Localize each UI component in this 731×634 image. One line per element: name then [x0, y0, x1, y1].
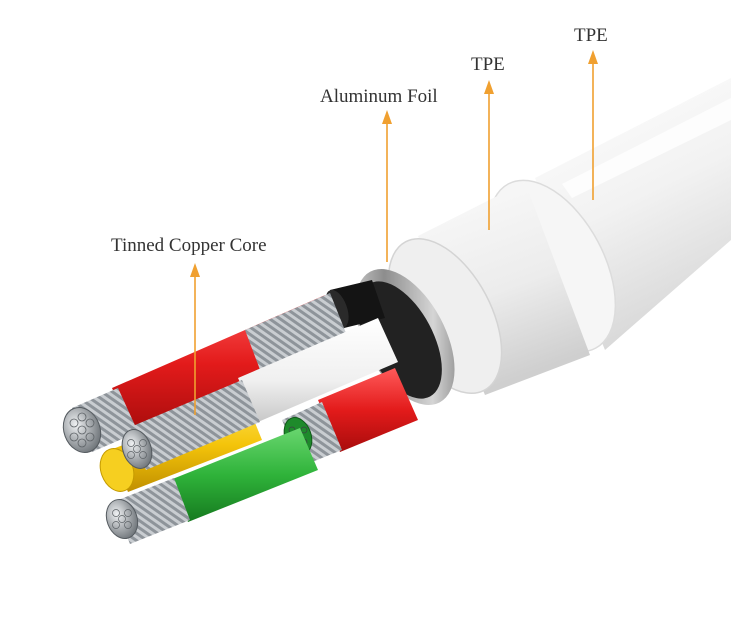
white-wire	[121, 318, 398, 470]
arrow-up-icon	[484, 80, 494, 230]
arrow-up-icon	[588, 50, 598, 200]
label-outer-tpe: TPE	[574, 25, 608, 46]
label-aluminum-foil: Aluminum Foil	[320, 86, 438, 107]
label-tinned-copper-core: Tinned Copper Core	[111, 235, 267, 256]
green-wire	[105, 428, 318, 544]
red-wire-upper	[62, 293, 348, 453]
arrow-up-icon	[190, 263, 200, 415]
arrow-up-icon	[382, 110, 392, 262]
label-inner-tpe: TPE	[471, 54, 505, 75]
callout-arrows	[190, 50, 598, 415]
